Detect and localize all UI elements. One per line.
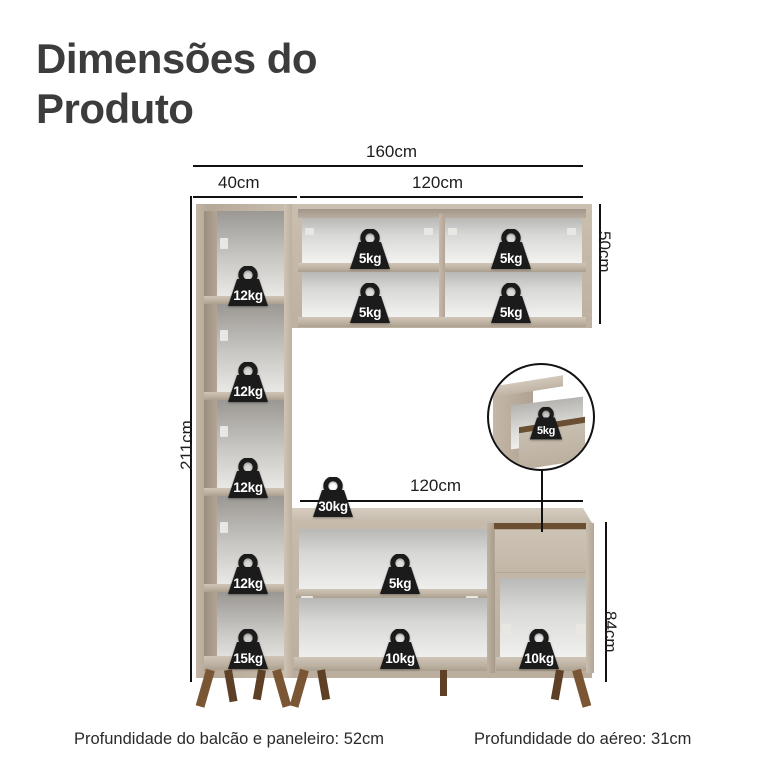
upper-cabinet-top-underside: [298, 209, 586, 218]
shelf-clip-icon: [567, 228, 576, 235]
weight-icon: [519, 629, 559, 669]
weight-badge-5kg-upper-br: 5kg: [484, 283, 538, 325]
drawer-detail-callout: 5kg: [487, 363, 595, 471]
weight-badge-text: 5kg: [358, 305, 382, 320]
weight-badge-text: 5kg: [358, 251, 382, 266]
dimension-line-84cm: [605, 522, 607, 682]
weight-badge-12kg-1: 12kg: [221, 266, 275, 308]
counter-divider: [487, 523, 495, 673]
shelf-clip-icon: [448, 228, 457, 235]
caption-depth-counter: Profundidade do balcão e paneleiro: 52cm: [74, 730, 385, 748]
shelf-clip-icon: [305, 228, 314, 235]
dimension-label-120cm-upper: 120cm: [412, 173, 464, 192]
column-right-edge: [284, 204, 292, 678]
weight-icon: [350, 283, 390, 323]
weight-icon: [380, 554, 420, 594]
weight-badge-text: 12kg: [233, 288, 263, 303]
dimension-line-160cm: [193, 165, 583, 167]
dimension-line-211cm: [190, 196, 192, 682]
weight-icon: [228, 458, 268, 498]
shelf-clip-icon: [424, 228, 433, 235]
dimension-label-160cm: 160cm: [366, 142, 418, 161]
callout-leader-line: [541, 470, 543, 532]
counter-top-slab: [292, 508, 592, 523]
shelf-clip-icon: [220, 238, 228, 249]
dimension-line-120cm-counter: [300, 500, 583, 502]
weight-icon: [529, 407, 563, 440]
weight-badge-5kg-upper-tr: 5kg: [484, 229, 538, 271]
weight-badge-text: 15kg: [233, 651, 263, 666]
dimension-line-120cm-upper: [300, 196, 583, 198]
weight-badge-text: 5kg: [499, 305, 523, 320]
upper-cabinet-bottom-board: [298, 317, 586, 327]
drawer-front[interactable]: [494, 529, 592, 573]
weight-badge-15kg: 15kg: [221, 629, 275, 671]
weight-badge-30kg-countertop: 30kg: [306, 477, 360, 519]
weight-badge-12kg-2: 12kg: [221, 362, 275, 404]
weight-badge-12kg-4: 12kg: [221, 554, 275, 596]
weight-badge-text: 5kg: [499, 251, 523, 266]
weight-badge-text: 30kg: [318, 499, 348, 514]
weight-icon: [380, 629, 420, 669]
weight-badge-10kg-counter: 10kg: [373, 629, 427, 671]
page-title: Dimensões do Produto: [36, 35, 318, 132]
weight-icon: [228, 362, 268, 402]
shelf-clip-icon: [220, 522, 228, 533]
weight-icon: [350, 229, 390, 269]
weight-badge-10kg-right-niche: 10kg: [512, 629, 566, 671]
weight-badge-12kg-3: 12kg: [221, 458, 275, 500]
caption-depth-upper: Profundidade do aéreo: 31cm: [474, 730, 692, 748]
shelf-clip-icon: [502, 624, 511, 635]
weight-badge-text: 10kg: [524, 651, 554, 666]
weight-icon: [491, 283, 531, 323]
weight-icon: [228, 629, 268, 669]
upper-cabinet-divider: [439, 214, 445, 320]
dimension-line-40cm: [193, 196, 297, 198]
weight-icon: [228, 266, 268, 306]
shelf-clip-icon: [220, 426, 228, 437]
dimension-label-40cm: 40cm: [218, 173, 260, 192]
shelf-clip-icon: [220, 330, 228, 341]
dimension-label-120cm-counter: 120cm: [410, 476, 462, 495]
weight-badge-text: 12kg: [233, 576, 263, 591]
weight-icon: [313, 477, 353, 517]
weight-badge-text: 10kg: [385, 651, 415, 666]
weight-badge-5kg-counter: 5kg: [373, 554, 427, 596]
weight-icon: [228, 554, 268, 594]
shelf-clip-icon: [576, 624, 585, 635]
weight-icon: [491, 229, 531, 269]
weight-badge-text: 5kg: [536, 425, 556, 437]
dimension-line-50cm: [599, 204, 601, 324]
column-inner-left-wall: [204, 211, 217, 671]
weight-badge-text: 5kg: [388, 576, 412, 591]
dimension-label-211cm: 211cm: [177, 420, 196, 470]
weight-badge-5kg-upper-bl: 5kg: [343, 283, 397, 325]
drawer-top-edge: [494, 523, 592, 529]
dimension-label-50cm: 50cm: [595, 231, 614, 273]
leg-center-back: [440, 670, 447, 696]
weight-badge-5kg-drawer: 5kg: [524, 407, 568, 441]
counter-right-edge: [586, 523, 594, 673]
weight-badge-text: 12kg: [233, 384, 263, 399]
dimension-label-84cm: 84cm: [601, 611, 620, 653]
weight-badge-text: 12kg: [233, 480, 263, 495]
weight-badge-5kg-upper-tl: 5kg: [343, 229, 397, 271]
